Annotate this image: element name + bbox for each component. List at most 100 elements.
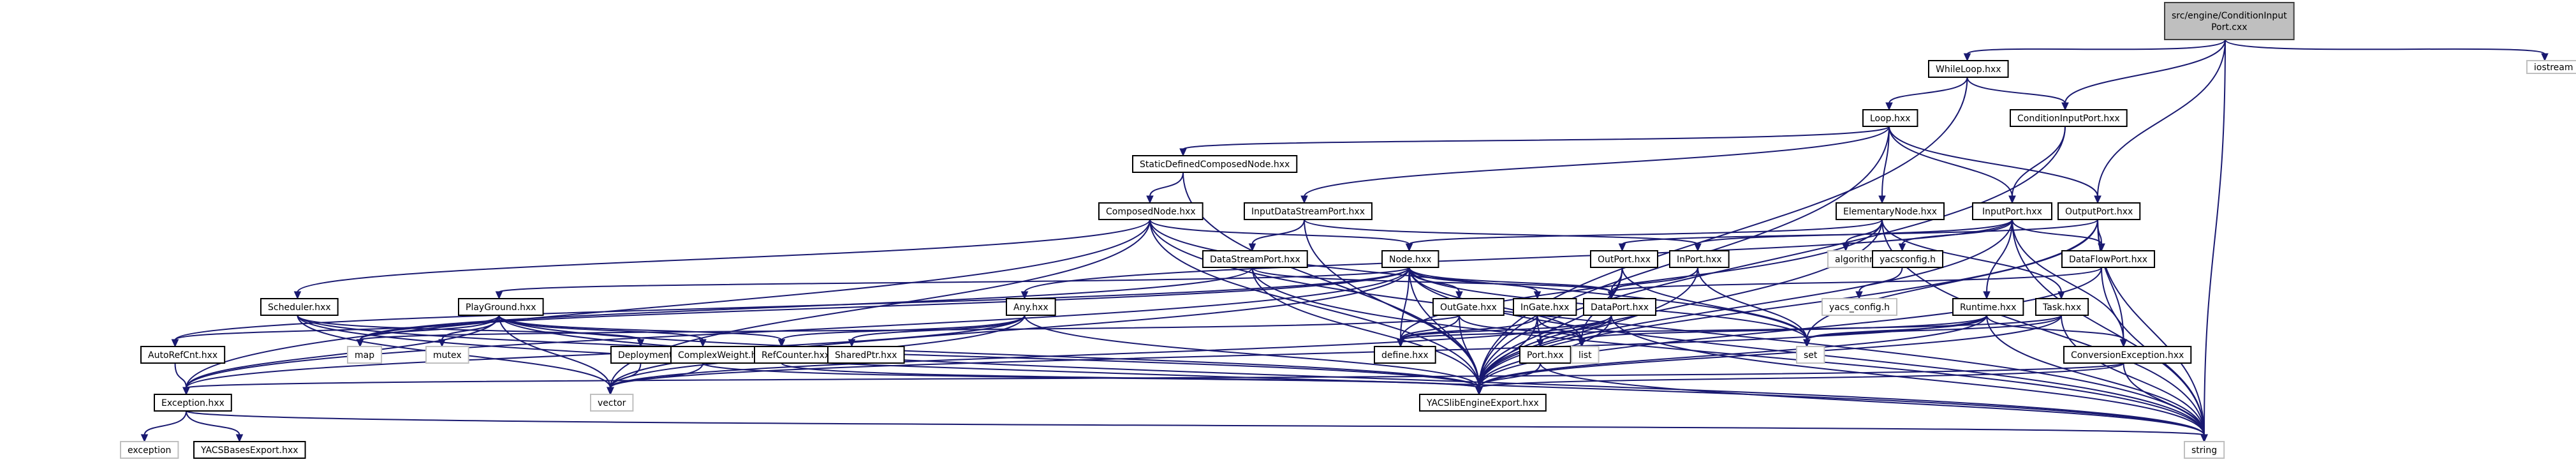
node-condition-input-port[interactable]: ConditionInputPort.hxx	[2010, 109, 2128, 127]
node-node[interactable]: Node.hxx	[1381, 250, 1439, 268]
node-box	[1952, 298, 2024, 316]
node-label: Task.hxx	[2042, 302, 2081, 313]
edge-play-ground-to-vector	[498, 315, 611, 389]
arrowhead-icon	[699, 339, 707, 348]
arrowhead-icon	[1885, 102, 1893, 111]
node-root[interactable]: src/engine/ConditionInputPort.cxx	[2164, 2, 2295, 40]
node-scheduler[interactable]: Scheduler.hxx	[260, 298, 339, 316]
node-box	[1796, 346, 1825, 364]
node-conversion-exception[interactable]: ConversionException.hxx	[2063, 346, 2192, 364]
node-label: DataStreamPort.hxx	[1210, 255, 1300, 265]
node-box	[1972, 202, 2052, 220]
node-box	[2057, 202, 2141, 220]
arrowhead-icon	[438, 339, 446, 348]
arrowhead-icon	[2008, 195, 2016, 204]
edge-play-ground-to-exception	[186, 315, 500, 389]
node-play-ground[interactable]: PlayGround.hxx	[458, 298, 544, 316]
node-label: yacs_config.h	[1829, 302, 1890, 313]
arrowhead-icon	[1179, 148, 1187, 157]
node-data-stream-port[interactable]: DataStreamPort.hxx	[1202, 250, 1308, 268]
node-out-port[interactable]: OutPort.hxx	[1590, 250, 1659, 268]
node-yacsbases-export[interactable]: YACSBasesExport.hxx	[193, 441, 306, 459]
node-task[interactable]: Task.hxx	[2035, 298, 2089, 316]
node-label: YACSlibEngineExport.hxx	[1426, 398, 1539, 408]
arrowhead-icon	[356, 339, 364, 348]
edge-node-to-play-ground	[498, 267, 1410, 293]
node-label: InputDataStreamPort.hxx	[1251, 207, 1365, 217]
edge-root-to-output-port	[2097, 39, 2226, 197]
node-auto-ref-cnt[interactable]: AutoRefCnt.hxx	[140, 346, 226, 364]
node-yacslib-engine-export[interactable]: YACSlibEngineExport.hxx	[1419, 394, 1547, 412]
node-box	[590, 394, 634, 412]
edge-play-ground-to-ref-counter	[498, 315, 783, 341]
node-output-port[interactable]: OutputPort.hxx	[2057, 202, 2141, 220]
node-shared-ptr[interactable]: SharedPtr.hxx	[827, 346, 905, 364]
node-data-port[interactable]: DataPort.hxx	[1583, 298, 1657, 316]
edge-any-to-shared-ptr	[851, 315, 1026, 341]
edge-composed-node-to-exception	[186, 219, 1151, 389]
node-box	[260, 298, 339, 316]
node-runtime[interactable]: Runtime.hxx	[1952, 298, 2024, 316]
node-label: vector	[598, 398, 626, 408]
arrowhead-icon	[1803, 339, 1811, 348]
node-box	[1836, 202, 1945, 220]
arrowhead-icon	[1455, 291, 1463, 300]
node-elementary-node[interactable]: ElementaryNode.hxx	[1836, 202, 1945, 220]
edge-static-defined-composed-node-to-composed-node	[1149, 172, 1184, 197]
node-label: Runtime.hxx	[1960, 302, 2016, 313]
edge-composed-node-to-scheduler	[297, 219, 1151, 293]
node-box	[2061, 250, 2156, 268]
edge-data-stream-port-to-yacslib-engine-export	[1251, 267, 1480, 389]
node-data-flow-port[interactable]: DataFlowPort.hxx	[2061, 250, 2156, 268]
edge-any-to-ref-counter	[781, 315, 1026, 341]
node-define[interactable]: define.hxx	[1374, 346, 1436, 364]
node-any[interactable]: Any.hxx	[1006, 298, 1056, 316]
node-label: string	[2191, 445, 2217, 456]
node-label: YACSBasesExport.hxx	[200, 445, 298, 456]
arrowhead-icon	[1475, 387, 1483, 396]
node-out-gate[interactable]: OutGate.hxx	[1432, 298, 1505, 316]
node-composed-node[interactable]: ComposedNode.hxx	[1098, 202, 1203, 220]
edge-runtime-to-string	[1986, 315, 2205, 436]
node-box	[1244, 202, 1373, 220]
edge-input-data-stream-port-to-in-port	[1304, 219, 1698, 245]
node-map: map	[347, 346, 383, 364]
edge-exception-to-exception	[144, 410, 187, 436]
edge-exception-to-string	[186, 410, 2205, 436]
node-static-defined-composed-node[interactable]: StaticDefinedComposedNode.hxx	[1132, 155, 1298, 173]
arrowhead-icon	[1855, 291, 1863, 300]
node-label: algorithm	[1835, 255, 1878, 265]
node-set: set	[1796, 346, 1825, 364]
node-label: yacsconfig.h	[1880, 255, 1936, 265]
edge-out-port-to-set	[1621, 267, 1807, 341]
node-box	[1872, 250, 1944, 268]
node-box	[1513, 298, 1577, 316]
node-while-loop[interactable]: WhileLoop.hxx	[1928, 60, 2009, 78]
node-input-data-stream-port[interactable]: InputDataStreamPort.hxx	[1244, 202, 1373, 220]
edge-in-port-to-data-port	[1610, 267, 1698, 293]
node-input-port[interactable]: InputPort.hxx	[1972, 202, 2052, 220]
arrowhead-icon	[2541, 53, 2549, 62]
edge-loop-to-output-port	[1888, 126, 2098, 197]
node-port[interactable]: Port.hxx	[1519, 346, 1571, 364]
edge-conversion-exception-to-yacslib-engine-export	[1478, 362, 2124, 389]
edge-output-port-to-yacslib-engine-export	[1478, 219, 2098, 389]
node-mutex: mutex	[425, 346, 469, 364]
edge-task-to-string	[2061, 315, 2205, 436]
node-label: mutex	[433, 350, 462, 361]
node-in-gate[interactable]: InGate.hxx	[1513, 298, 1577, 316]
node-yacsconfig[interactable]: yacsconfig.h	[1872, 250, 1944, 268]
arrowhead-icon	[1983, 291, 1991, 300]
arrowhead-icon	[1020, 291, 1029, 300]
edge-node-to-auto-ref-cnt	[174, 267, 1410, 341]
node-label: OutGate.hxx	[1440, 302, 1497, 313]
node-loop[interactable]: Loop.hxx	[1862, 109, 1918, 127]
node-label: iostream	[2534, 63, 2573, 73]
node-exception[interactable]: Exception.hxx	[154, 394, 232, 412]
edge-while-loop-to-loop	[1888, 77, 1968, 104]
arrowhead-icon	[140, 434, 149, 443]
node-ref-counter[interactable]: RefCounter.hxx	[754, 346, 838, 364]
edge-any-to-yacslib-engine-export	[1024, 315, 1480, 389]
node-in-port[interactable]: InPort.hxx	[1669, 250, 1730, 268]
edge-loop-to-elementary-node	[1881, 126, 1890, 197]
